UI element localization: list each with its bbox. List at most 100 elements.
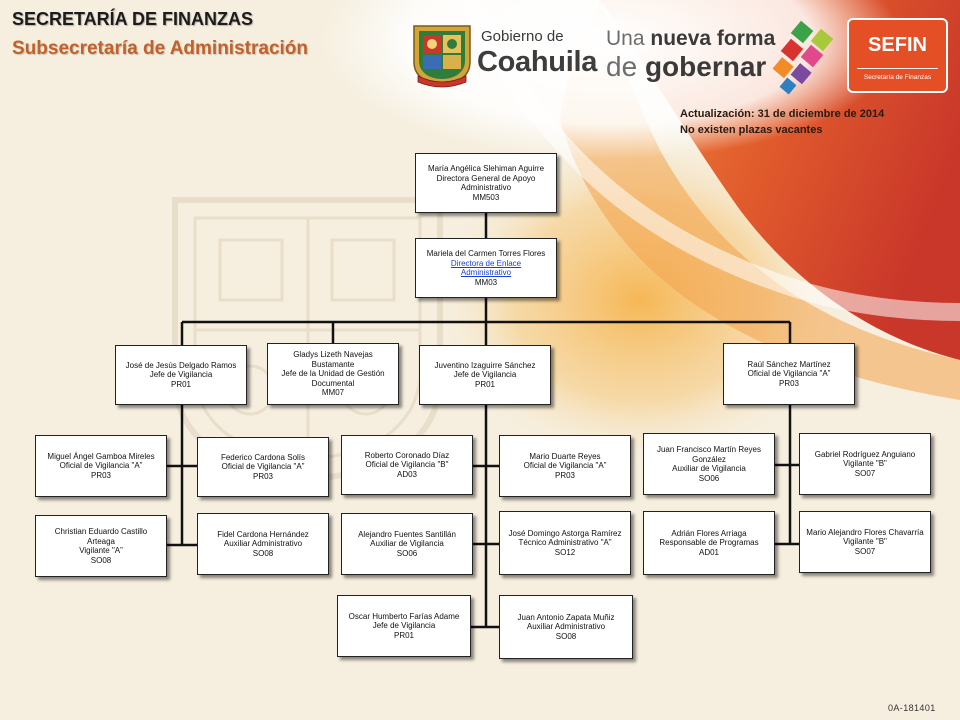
- position-name: Roberto Coronado Díaz: [364, 450, 450, 460]
- position-code: PR03: [90, 470, 111, 480]
- position-name: Gladys Lizeth Navejas Bustamante: [293, 350, 373, 369]
- position-box-rodriguez: Gabriel Rodríguez Anguiano Vigilante "B"…: [799, 433, 931, 495]
- slogan-gobernar: gobernar: [644, 51, 767, 82]
- position-code: SO08: [555, 631, 577, 641]
- position-code: PR01: [170, 379, 191, 389]
- position-name: Raúl Sánchez Martínez: [747, 359, 831, 369]
- position-name: Alejandro Fuentes Santillán: [358, 529, 456, 539]
- sefin-logo-text: SEFIN: [868, 34, 927, 56]
- position-title: Vigilante "A”: [79, 546, 123, 555]
- position-box-cardona-hernandez: Fidel Cardona Hernández Auxiliar Adminis…: [197, 513, 329, 575]
- position-box-castillo: Christian Eduardo Castillo Arteaga Vigil…: [35, 515, 167, 577]
- position-code: MM503: [472, 192, 500, 202]
- position-title: Oficial de Vigilancia "B": [365, 460, 449, 470]
- position-code: MM07: [321, 388, 345, 398]
- position-name: Christian Eduardo Castillo Arteaga: [54, 527, 148, 546]
- position-name: Federico Cardona Solís: [220, 452, 306, 462]
- position-title: Vigilante "B": [843, 459, 887, 469]
- position-box-jefe-vigilancia-delgado: José de Jesús Delgado Ramos Jefe de Vigi…: [115, 345, 247, 405]
- position-name: Miguel Ángel Gamboa Mireles: [47, 451, 155, 461]
- position-code: SO07: [854, 546, 876, 556]
- slogan-nueva-forma: nueva forma: [650, 27, 776, 50]
- position-title: Oficial de Vigilancia "A”: [59, 461, 143, 471]
- position-title: Jefe de Vigilancia: [149, 370, 213, 380]
- position-code: AD03: [396, 469, 417, 479]
- position-title: Oficial de Vigilancia "A”: [523, 461, 607, 471]
- position-box-director-general: María Angélica Slehiman Aguirre Director…: [415, 153, 557, 213]
- position-name: María Angélica Slehiman Aguirre: [427, 164, 545, 173]
- position-box-zapata: Juan Antonio Zapata Muñiz Auxiliar Admin…: [499, 595, 633, 659]
- position-code: SO12: [554, 547, 576, 557]
- slogan-line-2: de gobernar: [606, 51, 766, 83]
- position-name: Mariela del Carmen Torres Flores: [426, 249, 546, 258]
- position-code: SO08: [90, 555, 112, 565]
- position-box-farias: Oscar Humberto Farías Adame Jefe de Vigi…: [337, 595, 471, 657]
- position-box-jefe-vigilancia-izaguirre: Juventino Izaguirre Sánchez Jefe de Vigi…: [419, 345, 551, 405]
- position-box-martin-reyes: Juan Francisco Martín Reyes González Aux…: [643, 433, 775, 495]
- slogan-una: Una: [606, 27, 645, 50]
- position-name: Juan Francisco Martín Reyes González: [656, 445, 762, 464]
- position-title: Responsable de Programas: [659, 538, 759, 548]
- position-box-duarte: Mario Duarte Reyes Oficial de Vigilancia…: [499, 435, 631, 497]
- update-info: Actualización: 31 de diciembre de 2014 N…: [680, 106, 884, 138]
- sefin-subtitle: Secretaría de Finanzas: [863, 74, 932, 81]
- position-title: Oficial de Vigilancia "A”: [221, 462, 305, 472]
- position-name: Juventino Izaguirre Sánchez: [434, 360, 536, 370]
- position-name: José Domingo Astorga Ramírez: [508, 528, 622, 538]
- position-title: Jefe de Vigilancia: [453, 370, 517, 380]
- position-box-astorga: José Domingo Astorga Ramírez Técnico Adm…: [499, 511, 631, 575]
- position-code: SO07: [854, 468, 876, 478]
- position-title: Auxiliar Administrativo: [526, 622, 606, 632]
- position-box-oficial-sanchez: Raúl Sánchez Martínez Oficial de Vigilan…: [723, 343, 855, 405]
- white-arc: [461, 0, 960, 321]
- position-name: Fidel Cardona Hernández: [217, 529, 309, 539]
- update-date: Actualización: 31 de diciembre de 2014: [680, 108, 885, 120]
- position-code: MM03: [474, 277, 498, 287]
- document-code: 0A-181401: [888, 703, 936, 713]
- position-name: Adrián Flores Arriaga: [671, 528, 747, 538]
- position-name: Juan Antonio Zapata Muñiz: [517, 612, 615, 622]
- position-code: PR01: [474, 379, 495, 389]
- position-code: AD01: [698, 547, 719, 557]
- position-name: Gabriel Rodríguez Anguiano: [814, 449, 916, 459]
- colored-squares-icon: [772, 20, 834, 95]
- sefin-divider: [857, 68, 938, 69]
- position-title: Jefe de Vigilancia: [372, 621, 436, 631]
- position-code: PR03: [778, 378, 799, 388]
- position-box-flores-arriaga: Adrián Flores Arriaga Responsable de Pro…: [643, 511, 775, 575]
- position-name: Oscar Humberto Farías Adame: [348, 611, 460, 621]
- position-title: Oficial de Vigilancia "A”: [747, 369, 831, 379]
- position-title: Técnico Administrativo "A”: [518, 538, 612, 548]
- position-box-fuentes: Alejandro Fuentes Santillán Auxiliar de …: [341, 513, 473, 575]
- position-name: José de Jesús Delgado Ramos: [125, 360, 237, 370]
- vacancies-note: No existen plazas vacantes: [680, 124, 823, 136]
- position-box-flores-chavarria: Mario Alejandro Flores Chavarría Vigilan…: [799, 511, 931, 573]
- slogan-line-1: Una nueva forma: [606, 27, 775, 51]
- position-title: Directora General de Apoyo Administrativ…: [436, 173, 536, 193]
- gobierno-de-text: Gobierno de: [481, 28, 564, 45]
- directora-enlace-link[interactable]: Directora de Enlace Administrativo: [450, 258, 522, 278]
- position-code: PR03: [554, 470, 575, 480]
- position-title: Jefe de la Unidad de Gestión Documental: [281, 369, 385, 388]
- position-box-coronado: Roberto Coronado Díaz Oficial de Vigilan…: [341, 435, 473, 495]
- position-title: Vigilante "B": [843, 537, 887, 547]
- position-box-gamboa: Miguel Ángel Gamboa Mireles Oficial de V…: [35, 435, 167, 497]
- position-title: Auxiliar Administrativo: [223, 539, 303, 549]
- sefin-logo: SEFIN Secretaría de Finanzas: [847, 18, 948, 93]
- slogan-de: de: [606, 51, 638, 82]
- position-code: PR01: [393, 630, 414, 640]
- position-code: SO06: [396, 548, 418, 558]
- position-code: SO08: [252, 548, 274, 558]
- coahuila-logo-text: Coahuila: [477, 46, 598, 78]
- position-code: SO06: [698, 473, 720, 483]
- position-code: PR03: [252, 471, 273, 481]
- position-box-gestion-documental: Gladys Lizeth Navejas Bustamante Jefe de…: [267, 343, 399, 405]
- page-title: SECRETARÍA DE FINANZAS: [12, 9, 254, 29]
- position-title: Auxiliar de Vigilancia: [370, 539, 444, 549]
- position-name: Mario Alejandro Flores Chavarría: [806, 527, 924, 537]
- position-box-directora-enlace: Mariela del Carmen Torres Flores Directo…: [415, 238, 557, 298]
- position-title: Auxiliar de Vigilancia: [672, 464, 746, 473]
- page-subtitle: Subsecretaría de Administración: [12, 38, 309, 59]
- coahuila-seal-icon: [413, 25, 471, 88]
